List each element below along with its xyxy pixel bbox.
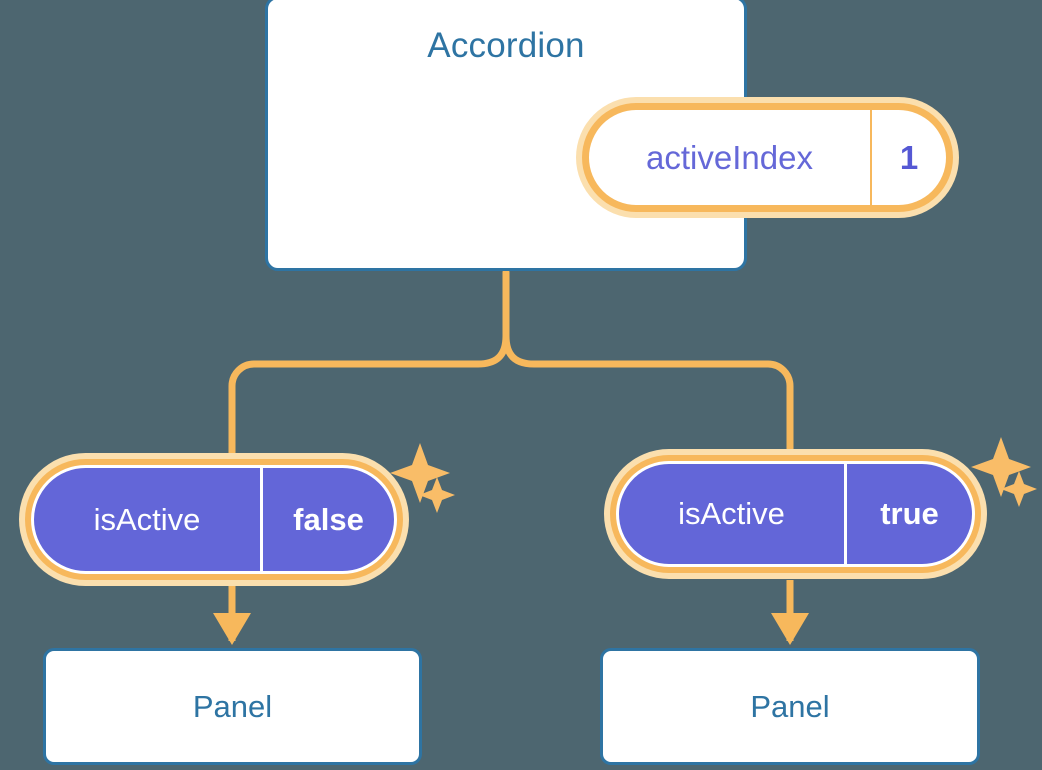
prop-value-label: false (293, 501, 364, 537)
prop-badge-inner-ring: isActive true (610, 455, 981, 573)
prop-badge-outer-ring: isActive false (19, 453, 409, 586)
prop-badge-inner-ring: isActive false (25, 459, 403, 580)
state-key-label: activeIndex (589, 110, 872, 205)
prop-badge-isactive-false[interactable]: isActive false (19, 453, 409, 586)
sparkle-small-icon (419, 477, 455, 513)
panel-title-right: Panel (750, 688, 830, 724)
sparkle-large-icon (390, 443, 450, 503)
arrow-down-icon-right (771, 613, 809, 645)
panel-component-card-left[interactable]: Panel (43, 648, 422, 765)
prop-key-label: isActive (619, 464, 847, 564)
prop-badge-body: isActive true (616, 461, 975, 567)
panel-component-card-right[interactable]: Panel (600, 648, 980, 765)
accordion-component-card[interactable]: Accordion activeIndex 1 (265, 0, 959, 271)
page-title: Accordion (427, 26, 585, 65)
branch-connector-right (502, 332, 794, 456)
prop-badge-outer-ring: isActive true (604, 449, 987, 579)
arrow-down-icon-left (213, 613, 251, 645)
branch-connector-left (228, 332, 510, 460)
sparkle-large-icon (971, 437, 1031, 497)
prop-key-label: isActive (34, 468, 263, 571)
prop-value-label: true (880, 496, 939, 531)
state-badge-activeindex[interactable]: activeIndex 1 (576, 97, 959, 218)
state-value-label: 1 (899, 138, 919, 176)
prop-badge-body: isActive false (31, 465, 397, 574)
state-badge-body: activeIndex 1 (589, 110, 946, 205)
panel-title-left: Panel (192, 688, 273, 724)
state-badge-inner-ring: activeIndex 1 (582, 103, 953, 212)
sparkle-small-icon (1001, 471, 1037, 507)
prop-badge-isactive-true[interactable]: isActive true (604, 449, 987, 579)
state-badge-outer-ring: activeIndex 1 (576, 97, 959, 218)
